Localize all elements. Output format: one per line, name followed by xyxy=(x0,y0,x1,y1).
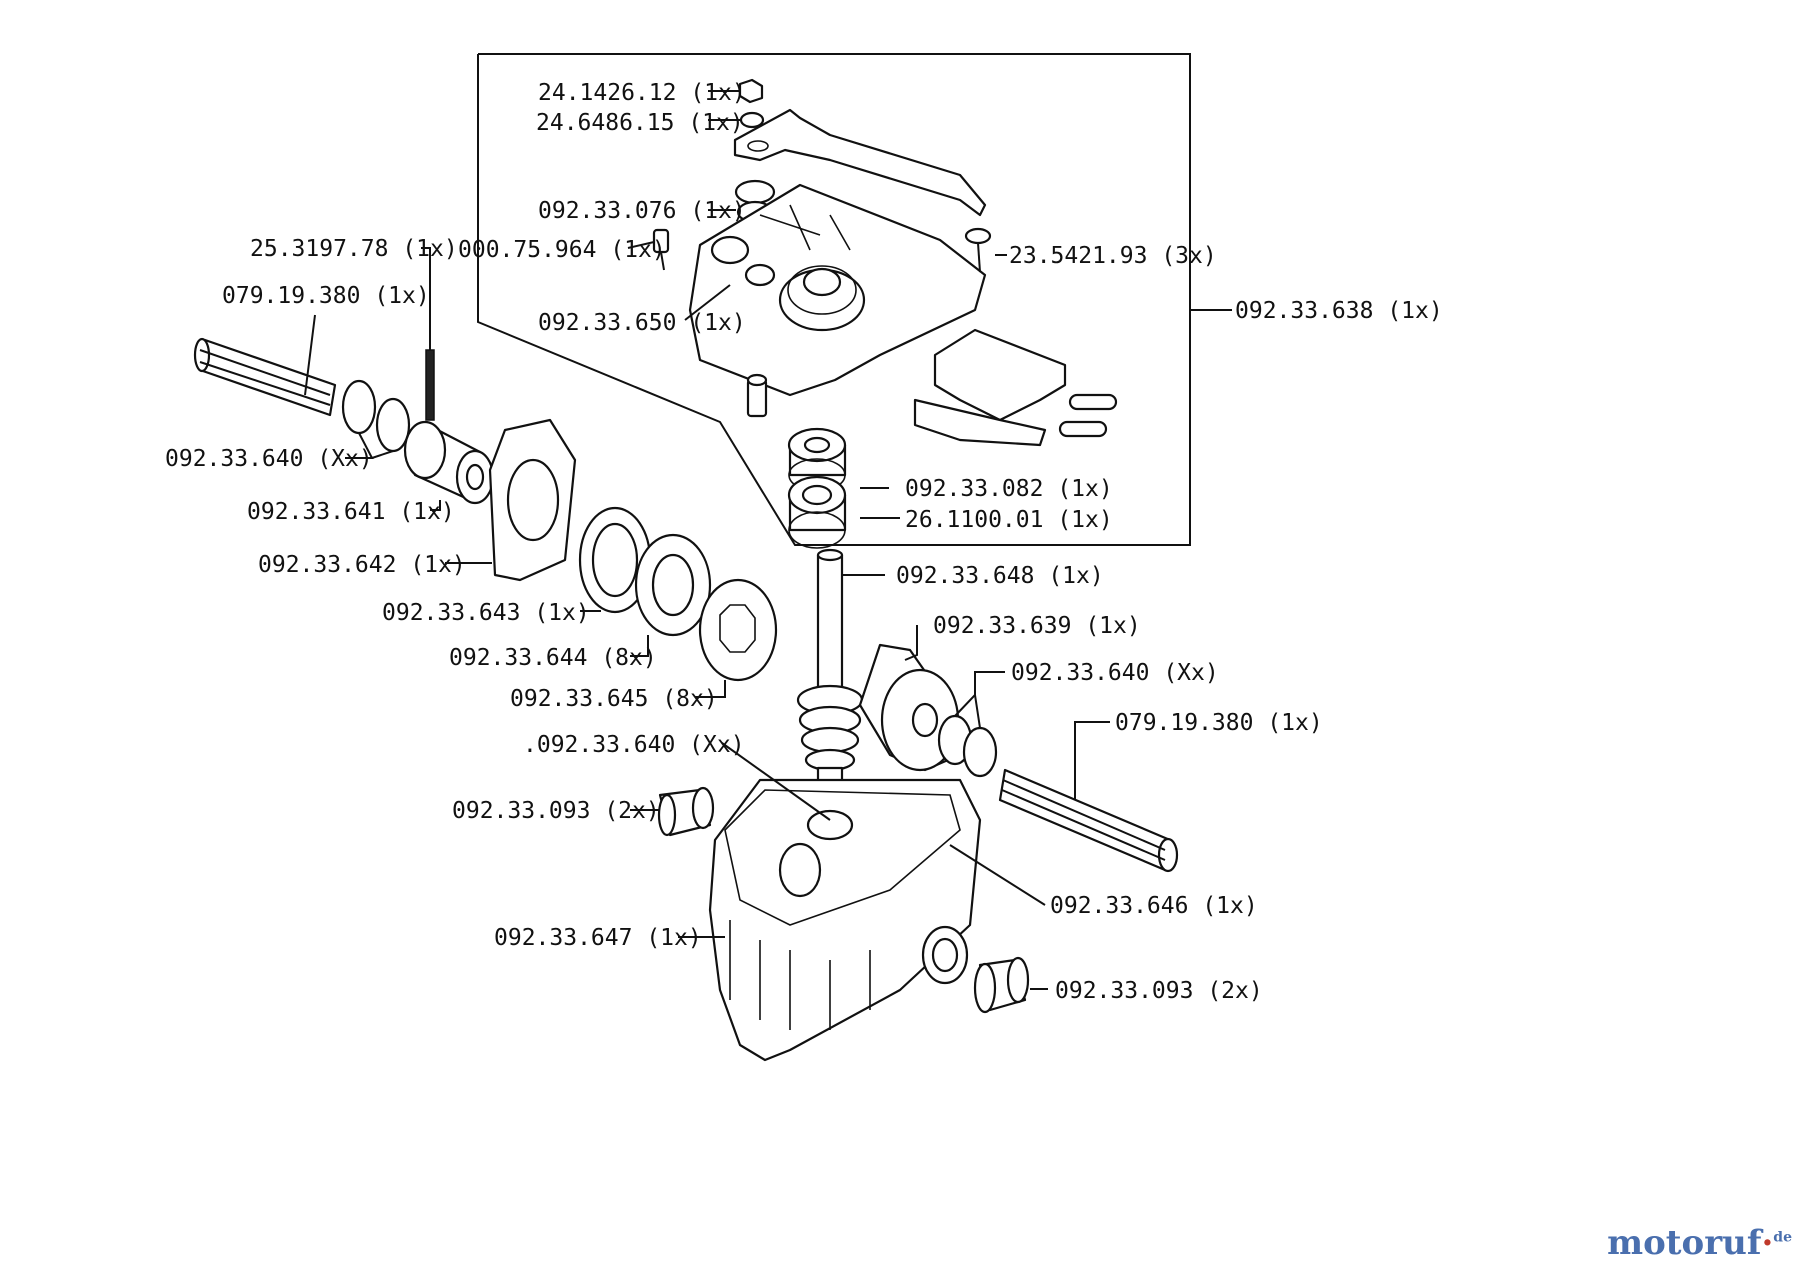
left-washer-1 xyxy=(341,379,377,435)
label-24-6486-15: 24.6486.15 (1x) xyxy=(536,110,744,136)
watermark-tld: de xyxy=(1773,1229,1792,1246)
label-092-33-648: 092.33.648 (1x) xyxy=(896,563,1104,589)
label-25-3197-78: 25.3197.78 (1x) xyxy=(250,236,458,262)
label-092-33-643: 092.33.643 (1x) xyxy=(382,600,590,626)
spline-sleeve-641 xyxy=(403,420,495,505)
label-092-33-644: 092.33.644 (8x) xyxy=(449,645,657,671)
label-092-33-639: 092.33.639 (1x) xyxy=(933,613,1141,639)
bearing-093-right xyxy=(973,956,1030,1014)
label-079-19-380-right: 079.19.380 (1x) xyxy=(1115,710,1323,736)
part-labels: 24.1426.12 (1x) 24.6486.15 (1x) 092.33.0… xyxy=(165,80,1443,1004)
right-washer-2 xyxy=(962,726,998,778)
label-092-33-638: 092.33.638 (1x) xyxy=(1235,298,1443,324)
left-washer-2 xyxy=(375,397,411,453)
lever-arm xyxy=(733,108,987,217)
label-092-33-640-right: 092.33.640 (Xx) xyxy=(1011,660,1219,686)
watermark-logo: motoruf·de xyxy=(1607,1223,1792,1263)
assembly-boundary xyxy=(477,53,1191,546)
leader-lines xyxy=(304,90,1232,990)
bearing-082 xyxy=(787,427,847,492)
roll-pin xyxy=(425,349,435,421)
label-092-33-645: 092.33.645 (8x) xyxy=(510,686,718,712)
label-24-1426-12: 24.1426.12 (1x) xyxy=(538,80,746,106)
cover-screw xyxy=(964,227,992,245)
label-092-33-642: 092.33.642 (1x) xyxy=(258,552,466,578)
clutch-plates xyxy=(488,418,778,682)
cover-assembly-parts xyxy=(652,78,1118,549)
label-092-33-076: 092.33.076 (1x) xyxy=(538,198,746,224)
label-092-33-082: 092.33.082 (1x) xyxy=(905,476,1113,502)
label-079-19-380-left: 079.19.380 (1x) xyxy=(222,283,430,309)
housing-seal-646 xyxy=(724,789,961,926)
bearings-093 xyxy=(657,786,1030,1014)
label-092-33-640-center: .092.33.640 (Xx) xyxy=(523,732,745,758)
left-shaft-parts xyxy=(193,337,495,505)
label-092-33-093-right: 092.33.093 (2x) xyxy=(1055,978,1263,1004)
watermark-dot: · xyxy=(1761,1223,1774,1263)
label-092-33-646: 092.33.646 (1x) xyxy=(1050,893,1258,919)
disc-645 xyxy=(698,578,778,682)
detent-springs xyxy=(1058,393,1118,438)
label-23-5421-93: 23.5421.93 (3x) xyxy=(1009,243,1217,269)
top-washer xyxy=(739,111,765,129)
label-26-1100-01: 26.1100.01 (1x) xyxy=(905,507,1113,533)
gearbox-housing-647 xyxy=(708,778,982,1062)
watermark-main: motoruf xyxy=(1607,1223,1762,1263)
worm-shaft-648 xyxy=(796,548,864,815)
bearing-2611 xyxy=(787,475,847,549)
label-092-33-650: 092.33.650 (1x) xyxy=(538,310,746,336)
left-shaft-079 xyxy=(198,338,337,417)
right-shaft-079 xyxy=(998,768,1172,872)
detent-plate xyxy=(933,328,1067,422)
label-092-33-641: 092.33.641 (1x) xyxy=(247,499,455,525)
label-092-33-093-left: 092.33.093 (2x) xyxy=(452,798,660,824)
right-shaft-parts xyxy=(937,714,1179,873)
top-nut xyxy=(738,78,764,104)
bearing-093-left xyxy=(657,786,715,837)
label-092-33-640-left: 092.33.640 (Xx) xyxy=(165,446,373,472)
label-092-33-647: 092.33.647 (1x) xyxy=(494,925,702,951)
label-000-75-964: 000.75.964 (1x) xyxy=(458,237,666,263)
